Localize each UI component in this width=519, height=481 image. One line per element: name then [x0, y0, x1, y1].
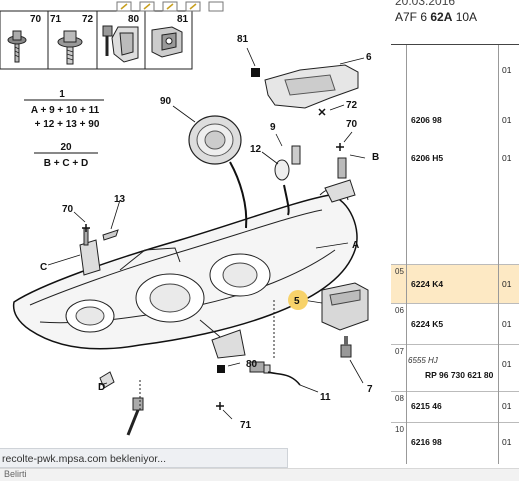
formula-line: A + 9 + 10 + 11 — [31, 105, 100, 116]
exploded-parts-diagram: 70 71 72 80 81 — [0, 1, 379, 436]
table-row[interactable]: 06 6224 K5 01 — [391, 304, 519, 345]
parts-table: 20.03.2016 A7F 6 62A 10A 6206 98 6206 H5… — [391, 0, 519, 464]
quantity: 01 — [502, 359, 512, 369]
part-number[interactable]: 6216 98 — [411, 437, 442, 447]
thumb-number: 71 — [50, 14, 62, 25]
bracket-part — [251, 64, 359, 109]
part-number[interactable]: 6224 K5 — [411, 319, 444, 329]
bulb — [274, 145, 301, 216]
selected-callout-highlight — [288, 290, 308, 310]
quantity: 01 — [502, 115, 512, 125]
callout-label: 72 — [346, 100, 358, 111]
callout-label: C — [40, 262, 47, 273]
table-row-selected[interactable]: 05 6224 K4 01 — [391, 265, 519, 304]
callout-label: 80 — [246, 359, 258, 370]
callout-label: 9 — [270, 122, 276, 133]
reference-part-number[interactable]: RP 96 730 621 80 — [425, 370, 494, 380]
nut-cage-icon — [151, 26, 183, 58]
thumb-number: 80 — [128, 14, 140, 25]
washer-screw-icon — [102, 25, 113, 56]
callout-label: 90 — [160, 96, 172, 107]
table-row[interactable]: 6206 98 6206 H5 01 01 01 — [391, 45, 519, 265]
callout-label: 11 — [320, 392, 331, 403]
headlamp-unit — [12, 187, 358, 359]
table-row[interactable]: 10 6216 98 01 — [391, 423, 519, 464]
table-row[interactable]: 07 6555 HJ RP 96 730 621 80 01 — [391, 345, 519, 392]
quantity: 01 — [502, 319, 512, 329]
callout-label: 5 — [294, 296, 300, 307]
thumb-number: 81 — [177, 14, 189, 25]
vehicle-code-suffix: 10A — [452, 10, 478, 24]
callout-label: 70 — [62, 204, 74, 215]
callout-label: D — [98, 382, 105, 393]
alternate-part-number: 6555 HJ — [408, 356, 438, 365]
vehicle-code: A7F 6 62A 10A — [395, 10, 477, 24]
column-divider — [406, 45, 407, 464]
part-number[interactable]: 6206 98 — [411, 115, 442, 125]
bottom-bar: Belirti — [0, 468, 519, 481]
callout-label: 12 — [250, 144, 262, 155]
formula-number: 1 — [59, 89, 65, 100]
dust-cap — [188, 115, 248, 229]
part-number[interactable]: 6215 46 — [411, 401, 442, 411]
quantity: 01 — [502, 437, 512, 447]
callout-label: A — [352, 240, 359, 251]
part-number[interactable]: 6206 H5 — [411, 153, 444, 163]
formula-number: 20 — [60, 142, 72, 153]
row-index: 08 — [395, 394, 404, 403]
browser-status-bar: recolte-pwk.mpsa.com bekleniyor... — [0, 448, 288, 468]
fasteners — [83, 157, 356, 389]
callout-label: 7 — [367, 384, 373, 395]
adjuster-bolt — [126, 380, 144, 436]
main-bulb — [249, 300, 301, 386]
vehicle-code-model: 62A — [430, 10, 453, 24]
quantity: 01 — [502, 279, 512, 289]
quantity: 01 — [502, 65, 512, 75]
thumb-number: 70 — [30, 14, 42, 25]
formula-line: + 12 + 13 + 90 — [35, 119, 100, 130]
row-index: 05 — [395, 267, 404, 276]
cross-markers — [82, 108, 344, 410]
table-row[interactable]: 08 6215 46 01 — [391, 392, 519, 423]
table-header: 20.03.2016 A7F 6 62A 10A — [391, 0, 519, 45]
thumb-number: 72 — [82, 14, 94, 25]
thumbnail-strip: 70 71 72 80 81 — [0, 1, 224, 70]
screw-icon — [7, 30, 27, 63]
assembly-formula: 1 A + 9 + 10 + 11 + 12 + 13 + 90 20 B + … — [24, 89, 104, 169]
part-number[interactable]: 6224 K4 — [411, 279, 444, 289]
callout-label: 71 — [240, 420, 252, 431]
control-module — [321, 282, 369, 358]
flanged-bolt-icon — [57, 30, 83, 65]
row-index: 06 — [395, 306, 404, 315]
catalog-date: 20.03.2016 — [395, 0, 456, 8]
callout-label: B — [372, 152, 379, 163]
row-index: 10 — [395, 425, 404, 434]
callouts: 90 81 6 72 70 9 12 B 13 70 C A 5 80 11 7… — [40, 34, 379, 431]
row-index: 07 — [395, 347, 404, 356]
callout-label: 6 — [366, 52, 372, 63]
callout-label: 81 — [237, 34, 249, 45]
column-divider — [498, 45, 499, 464]
callout-label: 13 — [114, 194, 126, 205]
quantity: 01 — [502, 153, 512, 163]
vehicle-code-prefix: A7F 6 — [395, 10, 431, 24]
bottom-bar-label: Belirti — [4, 469, 27, 479]
formula-line: B + C + D — [44, 158, 88, 169]
callout-label: 70 — [346, 119, 358, 130]
clip-icon — [111, 26, 139, 63]
quantity: 01 — [502, 401, 512, 411]
